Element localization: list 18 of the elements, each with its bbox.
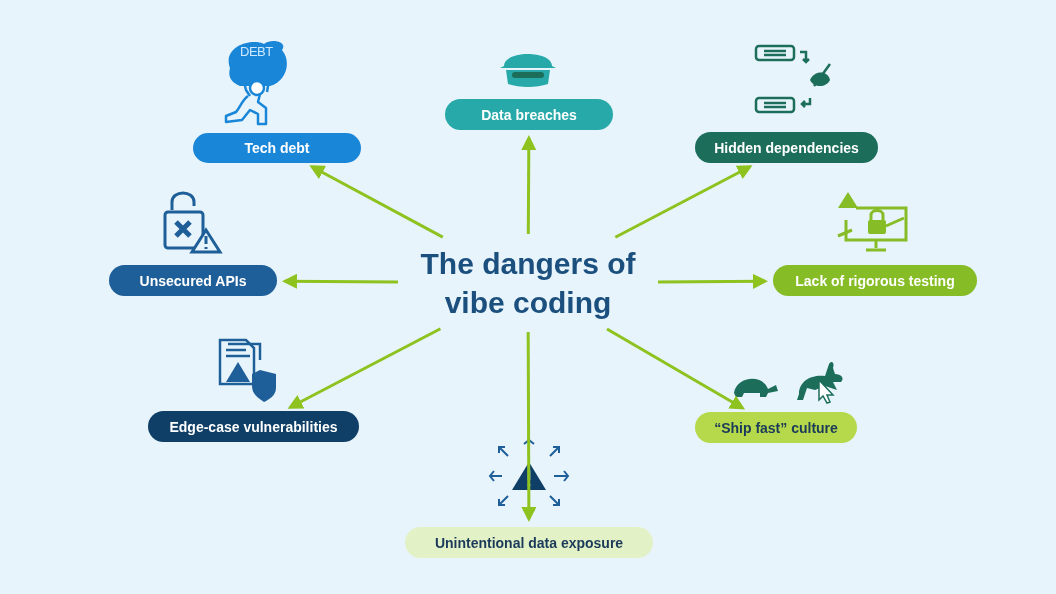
topic-pill: “Ship fast” culture (695, 412, 857, 443)
arrow (606, 327, 746, 410)
arrow (658, 273, 768, 289)
arrow (521, 332, 537, 522)
arrow (287, 327, 442, 409)
arrow (521, 135, 537, 234)
bag-label: DEBT (240, 44, 273, 59)
topic-pill: Edge-case vulnerabilities (148, 411, 359, 442)
topic-pill: Data breaches (445, 99, 613, 130)
topic-pill: Hidden dependencies (695, 132, 878, 163)
topic-pill: Unintentional data exposure (405, 527, 653, 558)
topic-pill: Lack of rigorous testing (773, 265, 977, 296)
arrow (309, 165, 444, 239)
arrow (614, 165, 753, 239)
topic-pill: Tech debt (193, 133, 361, 163)
arrow (282, 273, 398, 289)
topic-pill: Unsecured APIs (109, 265, 277, 296)
title-text: The dangers of vibe coding (404, 240, 652, 326)
